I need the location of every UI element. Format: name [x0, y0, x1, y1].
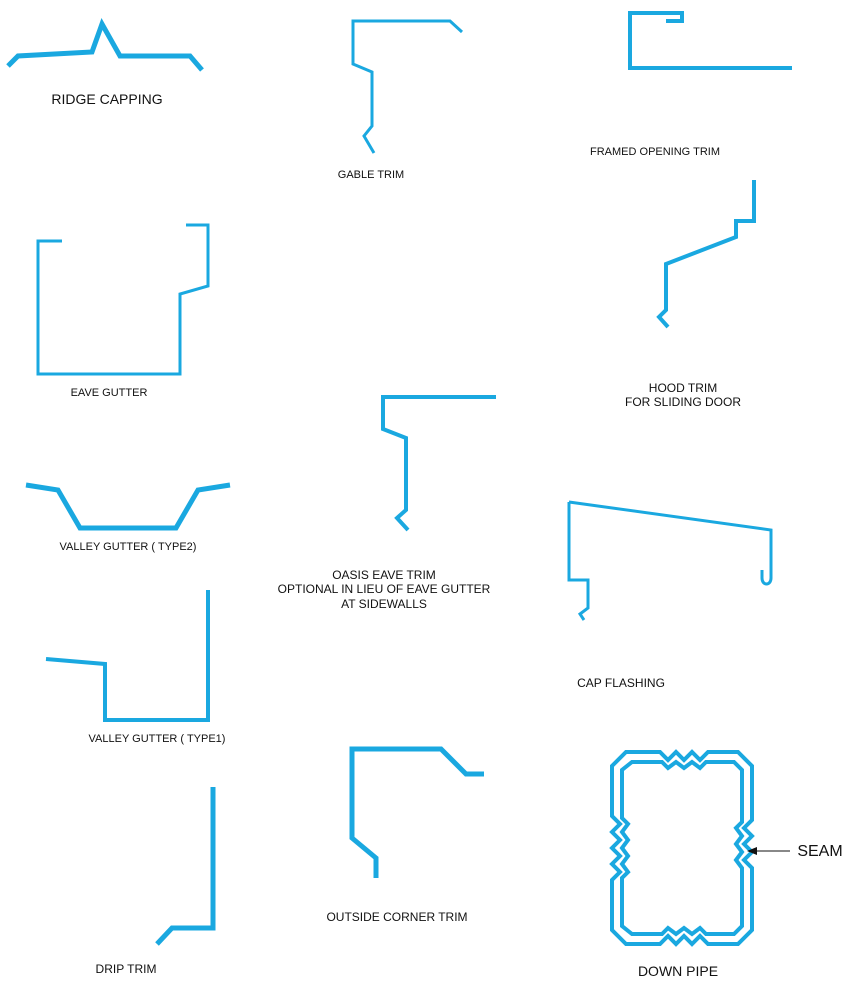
hood-trim-label-line2: FOR SLIDING DOOR — [624, 395, 742, 410]
framed-opening-trim-profile — [628, 11, 792, 70]
valley-gutter-type1-label: VALLEY GUTTER ( TYPE1) — [88, 733, 226, 745]
down-pipe-outer-wall — [609, 749, 755, 947]
hood-trim-label-line1: HOOD TRIM — [648, 381, 718, 395]
cap-flashing-label: CAP FLASHING — [577, 676, 665, 690]
valley-gutter-type2-profile — [25, 482, 231, 531]
down-pipe-inner-wall — [619, 759, 745, 937]
oasis-eave-trim-label-line3: AT SIDEWALLS — [341, 596, 427, 611]
eave-gutter-label: EAVE GUTTER — [70, 387, 148, 399]
framed-opening-trim-label: FRAMED OPENING TRIM — [590, 146, 720, 158]
oasis-eave-trim-label-line2: OPTIONAL IN LIEU OF EAVE GUTTER — [277, 582, 491, 597]
oasis-eave-trim-label-line1: OASIS EAVE TRIM — [332, 568, 436, 582]
gable-trim-profile — [351, 19, 464, 154]
hood-trim-label: HOOD TRIM FOR SLIDING DOOR — [625, 381, 741, 410]
drip-trim-profile — [155, 787, 216, 946]
valley-gutter-type1-profile — [45, 590, 210, 722]
hood-trim-profile — [656, 180, 756, 329]
cap-flashing-profile — [567, 500, 773, 621]
gable-trim-label: GABLE TRIM — [337, 169, 405, 181]
outside-corner-trim-label: OUTSIDE CORNER TRIM — [326, 910, 468, 924]
seam-label: SEAM — [797, 843, 843, 860]
down-pipe-profile — [609, 749, 790, 947]
outside-corner-trim-profile — [349, 746, 484, 878]
oasis-eave-trim-label: OASIS EAVE TRIM OPTIONAL IN LIEU OF EAVE… — [278, 568, 491, 611]
valley-gutter-type2-label: VALLEY GUTTER ( TYPE2) — [59, 541, 197, 553]
drip-trim-label: DRIP TRIM — [95, 962, 157, 976]
oasis-eave-trim-profile — [381, 395, 496, 532]
down-pipe-label: DOWN PIPE — [637, 963, 719, 979]
ridge-capping-profile — [6, 17, 204, 72]
eave-gutter-profile — [36, 223, 210, 376]
ridge-capping-label: RIDGE CAPPING — [51, 91, 163, 107]
